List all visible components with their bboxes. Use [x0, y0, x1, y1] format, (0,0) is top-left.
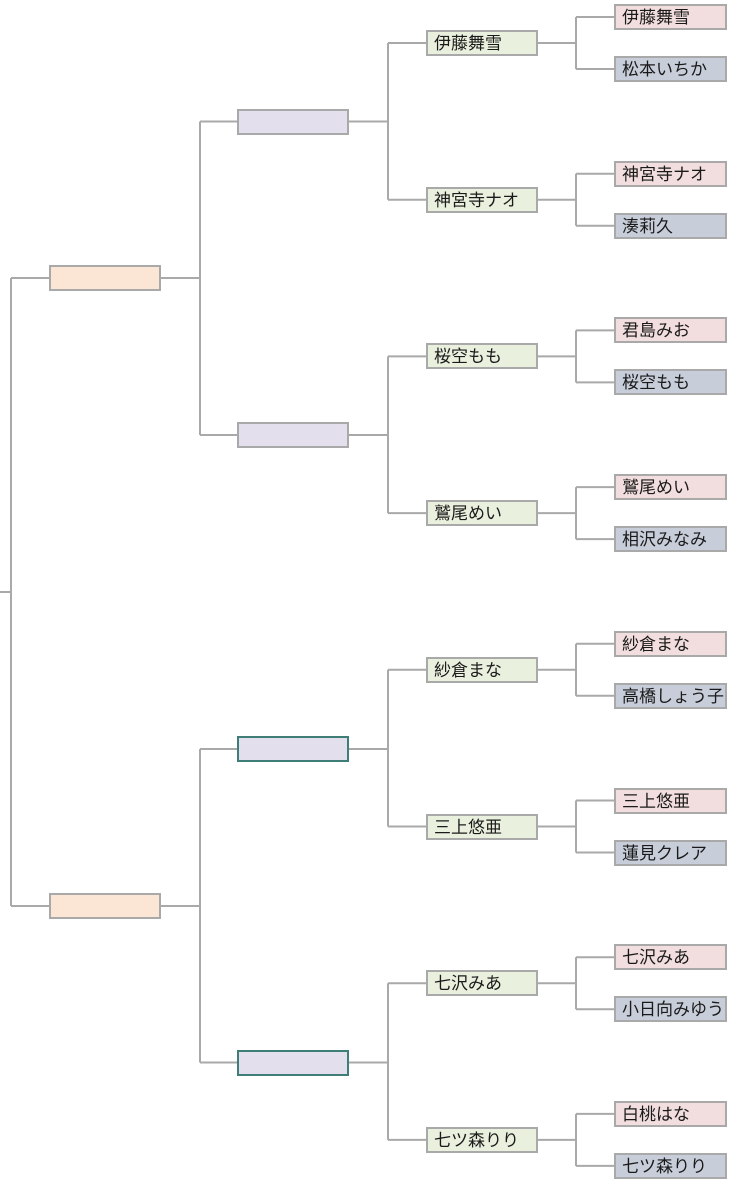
- round1-entry: 鷲尾めい: [614, 474, 727, 501]
- round1-entry: 蓮見クレア: [614, 839, 727, 866]
- round2-entry: 三上悠亜: [426, 813, 538, 840]
- round1-entry: 小日向みゆう: [614, 996, 727, 1023]
- semifinal-entry: [49, 265, 161, 291]
- round2-entry: 鷲尾めい: [426, 500, 538, 527]
- round1-entry: 君島みお: [614, 317, 727, 344]
- round1-entry: 神宮寺ナオ: [614, 160, 727, 187]
- round2-entry: 七沢みあ: [426, 970, 538, 997]
- round1-entry: 湊莉久: [614, 212, 727, 239]
- round2-entry: 紗倉まな: [426, 656, 538, 683]
- semifinal-entry: [49, 893, 161, 919]
- round2-entry: 桜空もも: [426, 343, 538, 370]
- round2-entry: 七ツ森りり: [426, 1126, 538, 1153]
- round1-entry: 伊藤舞雪: [614, 4, 727, 30]
- round1-entry: 七沢みあ: [614, 944, 727, 971]
- round1-entry: 桜空もも: [614, 369, 727, 396]
- round2-entry: 神宮寺ナオ: [426, 186, 538, 213]
- round1-entry: 三上悠亜: [614, 787, 727, 814]
- round1-entry: 相沢みなみ: [614, 526, 727, 553]
- round1-entry: 紗倉まな: [614, 630, 727, 657]
- round2-entry: 伊藤舞雪: [426, 30, 538, 56]
- round1-entry: 高橋しょう子: [614, 682, 727, 709]
- round3-entry: [237, 108, 349, 135]
- round3-entry: [237, 422, 349, 448]
- round3-entry: [237, 736, 349, 762]
- round1-entry: 白桃はな: [614, 1100, 727, 1127]
- round1-entry: 七ツ森りり: [614, 1152, 727, 1179]
- round3-entry: [237, 1049, 349, 1076]
- round1-entry: 松本いちか: [614, 56, 727, 82]
